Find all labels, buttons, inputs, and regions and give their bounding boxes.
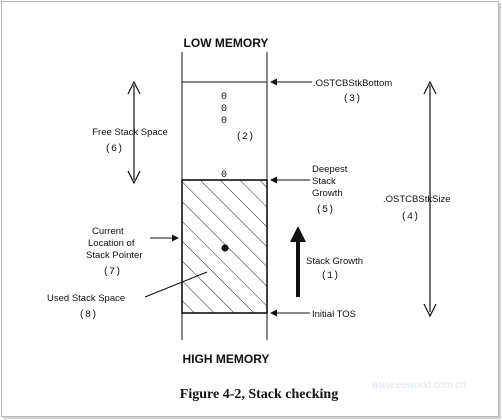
deepest-number: (5) xyxy=(316,204,334,216)
deepest-label-line: Deepest xyxy=(312,164,348,175)
low-memory-label: LOW MEMORY xyxy=(184,36,269,50)
initial-tos-label: Initial TOS xyxy=(312,309,356,320)
stack-bottom-number: (3) xyxy=(343,93,361,105)
high-memory-label: HIGH MEMORY xyxy=(183,352,270,366)
current-sp-label-line: Location of xyxy=(88,238,135,249)
current-sp-label-line: Current xyxy=(92,226,124,237)
zero-value: 0 xyxy=(221,104,227,115)
used-stack-space-number: (8) xyxy=(79,309,97,321)
stack-growth-label: Stack Growth xyxy=(306,256,363,267)
figure-caption: Figure 4-2, Stack checking xyxy=(180,387,338,402)
free-stack-space-label: Free Stack Space xyxy=(92,127,168,138)
stack-size-arrow-up xyxy=(423,80,437,95)
stack-bottom-label: .OSTCBStkBottom xyxy=(313,78,392,89)
deepest-label-line: Growth xyxy=(312,188,343,199)
deepest-label-line: Stack xyxy=(312,176,336,187)
zero-value: 0 xyxy=(221,92,227,103)
free-stack-space-number: (6) xyxy=(105,143,123,155)
watermark-text: www.eeworld.com.cn xyxy=(372,380,466,391)
stack-size-label: .OSTCBStkSize xyxy=(383,194,451,205)
zero-value: 0 xyxy=(221,116,227,127)
region-number: (2) xyxy=(236,131,254,143)
stack-pointer-dot xyxy=(221,244,229,252)
free-space-arrow-up xyxy=(127,80,141,95)
zero-value: 0 xyxy=(221,170,227,181)
used-space-leader-line xyxy=(144,271,208,298)
stack-growth-number: (1) xyxy=(321,270,339,282)
stack-size-arrow-down xyxy=(423,303,437,318)
free-space-arrow-down xyxy=(127,170,141,185)
current-sp-label-line: Stack Pointer xyxy=(86,250,143,261)
stack-growth-arrow-head xyxy=(290,226,306,242)
current-sp-number: (7) xyxy=(103,266,121,278)
stack-size-number: (4) xyxy=(401,211,419,223)
used-stack-space-label: Used Stack Space xyxy=(47,293,125,304)
